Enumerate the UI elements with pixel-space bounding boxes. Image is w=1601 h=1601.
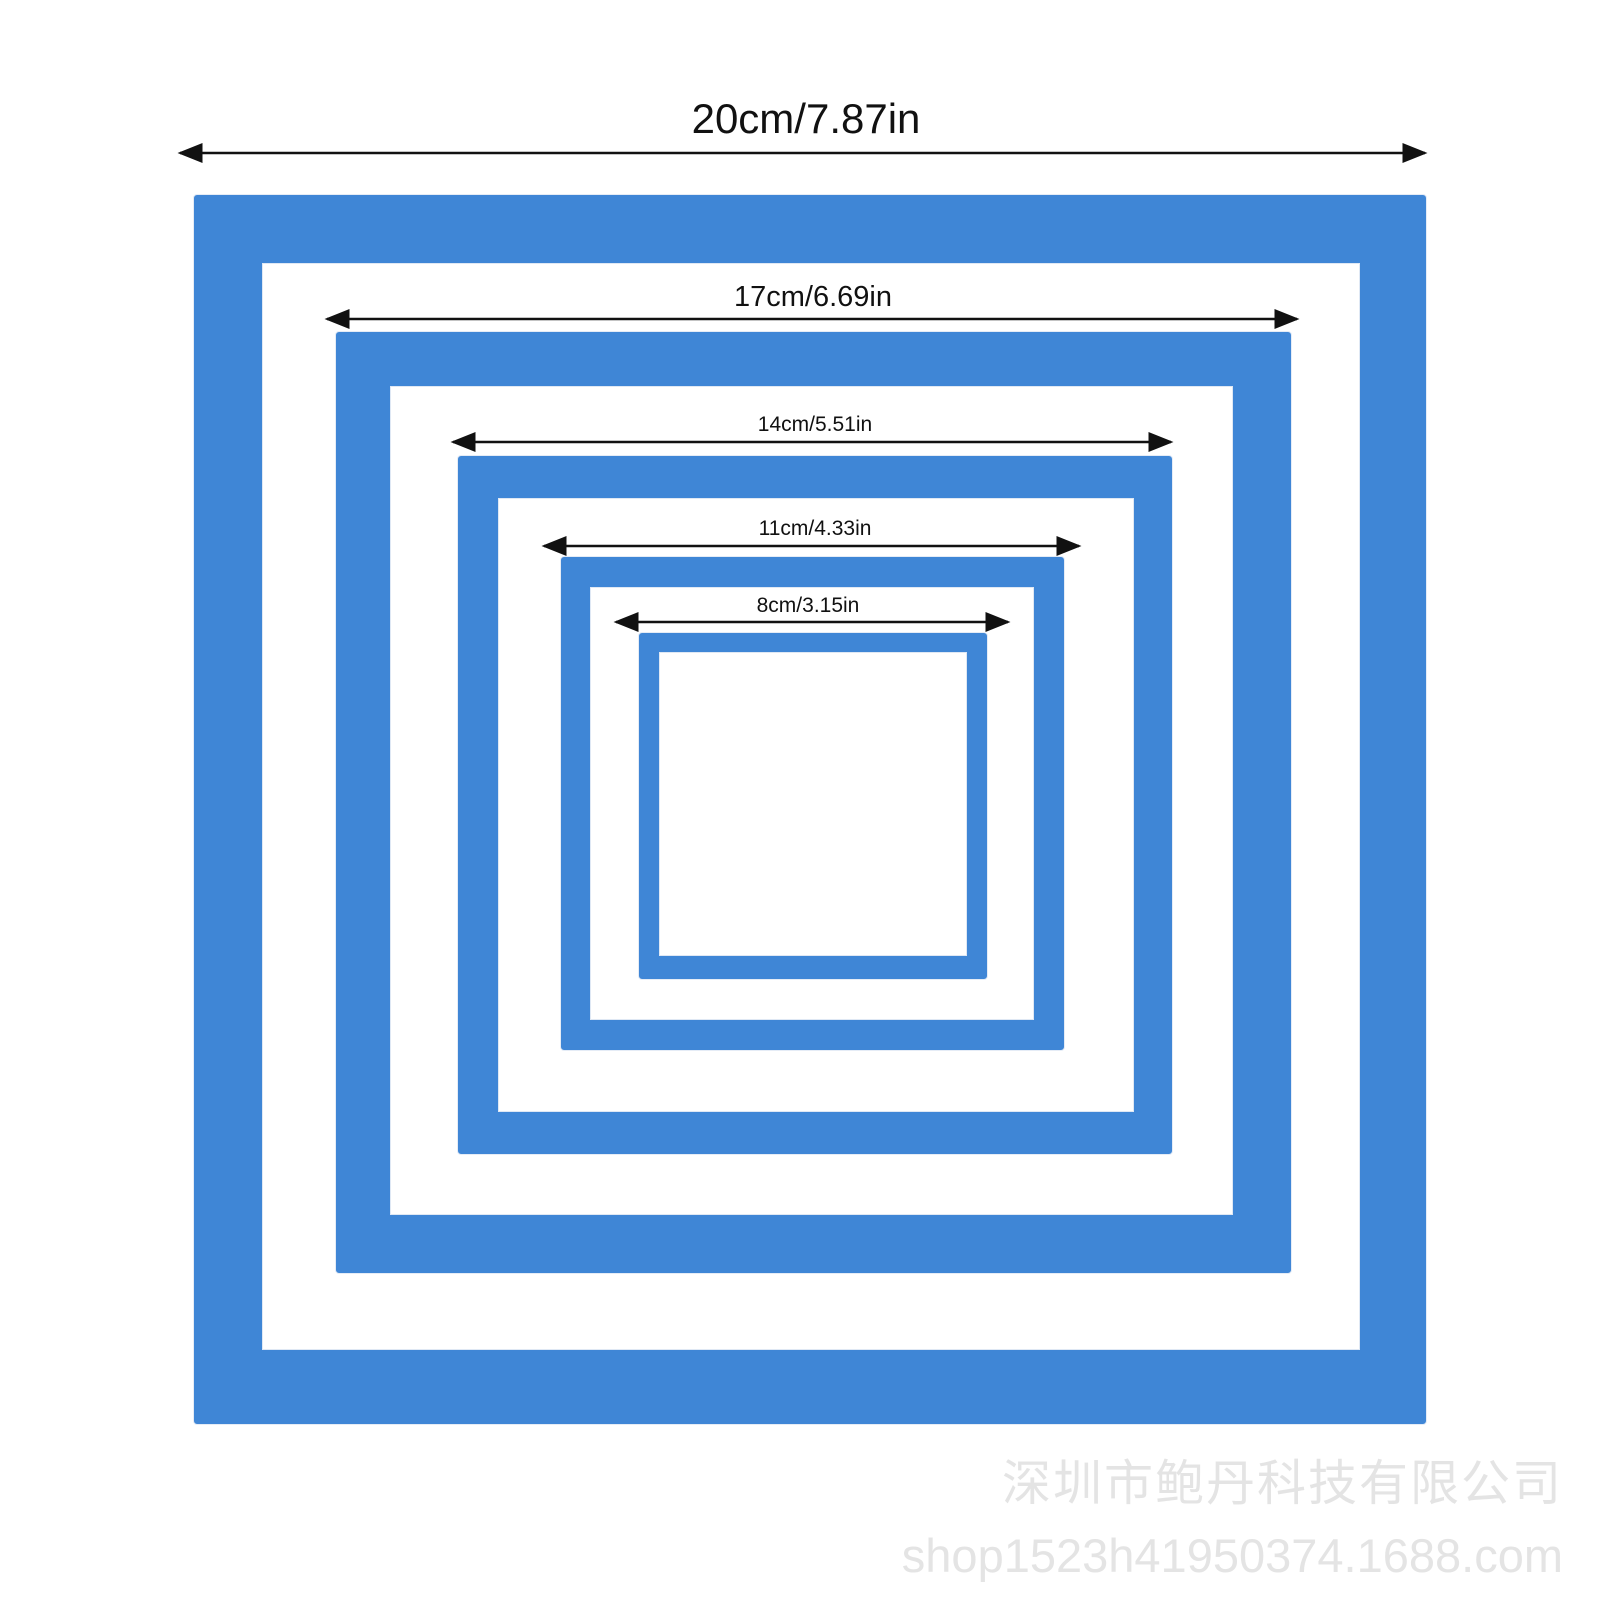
watermark-company: 深圳市鲍丹科技有限公司: [1001, 1457, 1563, 1511]
foam-frame-14cm: [458, 456, 1172, 1154]
foam-frame-8cm: [639, 633, 987, 979]
dimension-label-14cm: 14cm/5.51in: [757, 413, 873, 436]
dimension-label-20cm: 20cm/7.87in: [691, 95, 921, 142]
watermark-url: shop1523h41950374.1688.com: [901, 1529, 1563, 1582]
foam-frame-20cm: [194, 195, 1426, 1424]
foam-frame-11cm: [561, 557, 1064, 1050]
dimension-label-17cm: 17cm/6.69in: [734, 281, 892, 313]
foam-frame-17cm: [336, 332, 1291, 1273]
dimension-label-8cm: 8cm/3.15in: [756, 594, 860, 617]
dimension-label-11cm: 11cm/4.33in: [758, 517, 872, 540]
